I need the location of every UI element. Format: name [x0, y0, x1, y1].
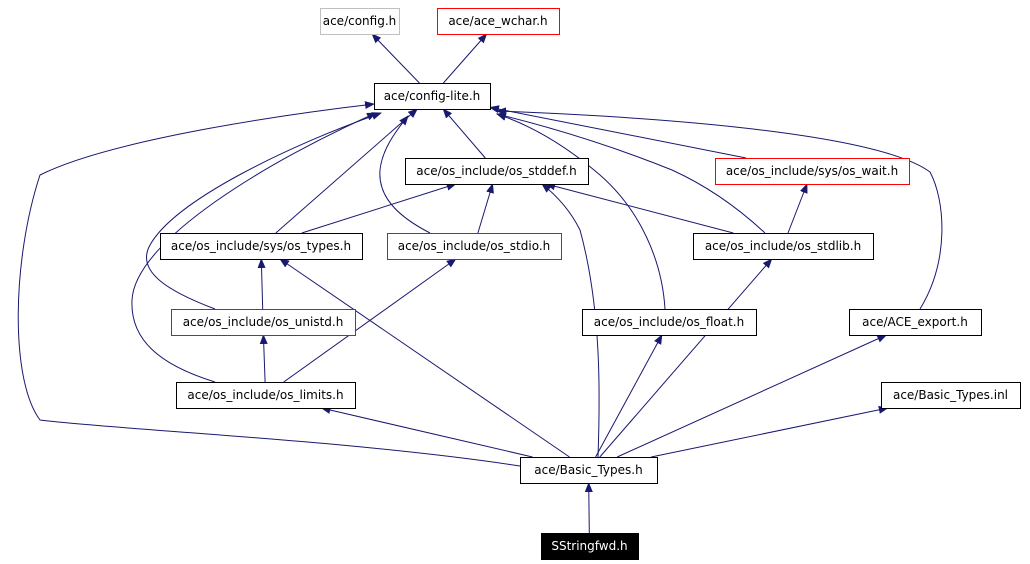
- node-label-os-stdlib: ace/os_include/os_stdlib.h: [705, 239, 861, 253]
- node-os-float[interactable]: ace/os_include/os_float.h: [582, 309, 757, 336]
- edge-os-stddef-to-config-lite: [442, 108, 486, 159]
- node-basic-types-inl[interactable]: ace/Basic_Types.inl: [881, 382, 1021, 409]
- node-label-ace-export: ace/ACE_export.h: [862, 315, 968, 329]
- node-box-basic-types-inl: [881, 382, 1021, 409]
- edge-basic-types-to-os-stdlib: [599, 258, 773, 458]
- node-box-sstringfwd: [541, 533, 639, 560]
- edge-basic-types-to-os-stddef: [541, 183, 600, 458]
- node-os-wait[interactable]: ace/os_include/sys/os_wait.h: [715, 158, 910, 185]
- node-ace-wchar[interactable]: ace/ace_wchar.h: [437, 8, 560, 35]
- node-basic-types[interactable]: ace/Basic_Types.h: [520, 457, 658, 484]
- node-label-sstringfwd: SStringfwd.h: [551, 539, 627, 553]
- edge-os-types-to-os-stddef: [301, 182, 457, 234]
- edge-config-lite-to-ace-wchar: [443, 33, 488, 84]
- edge-os-unistd-to-os-types: [257, 258, 266, 310]
- node-os-limits[interactable]: ace/os_include/os_limits.h: [176, 382, 356, 409]
- node-box-ace-wchar: [437, 8, 560, 35]
- node-box-os-stdlib: [693, 233, 874, 260]
- node-box-config: [320, 8, 400, 35]
- node-os-stdlib[interactable]: ace/os_include/os_stdlib.h: [693, 233, 874, 260]
- node-config[interactable]: ace/config.h: [320, 8, 400, 35]
- node-box-config-lite: [374, 83, 491, 110]
- node-os-types[interactable]: ace/os_include/sys/os_types.h: [160, 233, 363, 260]
- node-label-os-types: ace/os_include/sys/os_types.h: [171, 239, 351, 253]
- edge-os-types-to-config-lite: [275, 108, 418, 234]
- edge-os-float-to-config-lite: [496, 113, 666, 310]
- node-label-config-lite: ace/config-lite.h: [384, 89, 481, 103]
- node-os-stddef[interactable]: ace/os_include/os_stddef.h: [405, 158, 589, 185]
- edge-basic-types-to-os-limits: [320, 406, 533, 458]
- node-ace-export[interactable]: ace/ACE_export.h: [849, 309, 982, 336]
- node-box-os-wait: [715, 158, 910, 185]
- edge-sstringfwd-to-basic-types: [584, 482, 593, 534]
- edge-basic-types-to-os-float: [595, 334, 663, 458]
- node-label-os-stdio: ace/os_include/os_stdio.h: [398, 239, 551, 253]
- node-label-config: ace/config.h: [323, 14, 397, 28]
- node-box-os-stdio: [387, 233, 562, 260]
- edge-os-stdlib-to-os-wait: [787, 183, 808, 234]
- edge-os-stdlib-to-config-lite: [496, 112, 766, 234]
- node-box-os-unistd: [171, 309, 356, 336]
- edge-os-unistd-to-config-lite: [146, 112, 382, 310]
- node-box-basic-types: [520, 457, 658, 484]
- node-label-basic-types: ace/Basic_Types.h: [534, 463, 642, 477]
- node-box-os-float: [582, 309, 757, 336]
- edge-ace-export-to-config-lite: [496, 107, 943, 310]
- edge-basic-types-to-os-types: [279, 258, 570, 458]
- node-config-lite[interactable]: ace/config-lite.h: [374, 83, 491, 110]
- node-label-os-wait: ace/os_include/sys/os_wait.h: [726, 164, 898, 178]
- nodes-layer: ace/config.h ace/ace_wchar.h ace/config-li…: [160, 8, 1021, 560]
- edges-layer: [17, 33, 943, 534]
- edge-os-stdio-to-os-stddef: [477, 183, 494, 234]
- edge-os-limits-to-config-lite: [131, 112, 377, 383]
- node-box-os-stddef: [405, 158, 589, 185]
- node-box-ace-export: [849, 309, 982, 336]
- node-box-os-types: [160, 233, 363, 260]
- edge-basic-types-to-config-lite: [17, 101, 521, 467]
- edge-basic-types-to-basic-types-inl: [651, 405, 889, 458]
- node-label-basic-types-inl: ace/Basic_Types.inl: [893, 388, 1008, 402]
- node-sstringfwd[interactable]: SStringfwd.h: [541, 533, 639, 560]
- node-label-os-unistd: ace/os_include/os_unistd.h: [183, 315, 344, 329]
- edge-os-stdlib-to-os-stddef: [545, 182, 734, 234]
- edge-os-wait-to-config-lite: [489, 105, 747, 159]
- node-box-os-limits: [176, 382, 356, 409]
- edge-os-limits-to-os-unistd: [259, 334, 268, 383]
- edge-os-stdio-to-config-lite: [379, 115, 431, 234]
- node-os-unistd[interactable]: ace/os_include/os_unistd.h: [171, 309, 356, 336]
- node-label-os-limits: ace/os_include/os_limits.h: [187, 388, 343, 402]
- edge-config-lite-to-config: [371, 33, 420, 84]
- node-label-os-float: ace/os_include/os_float.h: [594, 315, 744, 329]
- node-label-os-stddef: ace/os_include/os_stddef.h: [416, 164, 576, 178]
- edge-basic-types-to-ace-export: [616, 334, 888, 458]
- node-label-ace-wchar: ace/ace_wchar.h: [448, 14, 547, 28]
- node-os-stdio[interactable]: ace/os_include/os_stdio.h: [387, 233, 562, 260]
